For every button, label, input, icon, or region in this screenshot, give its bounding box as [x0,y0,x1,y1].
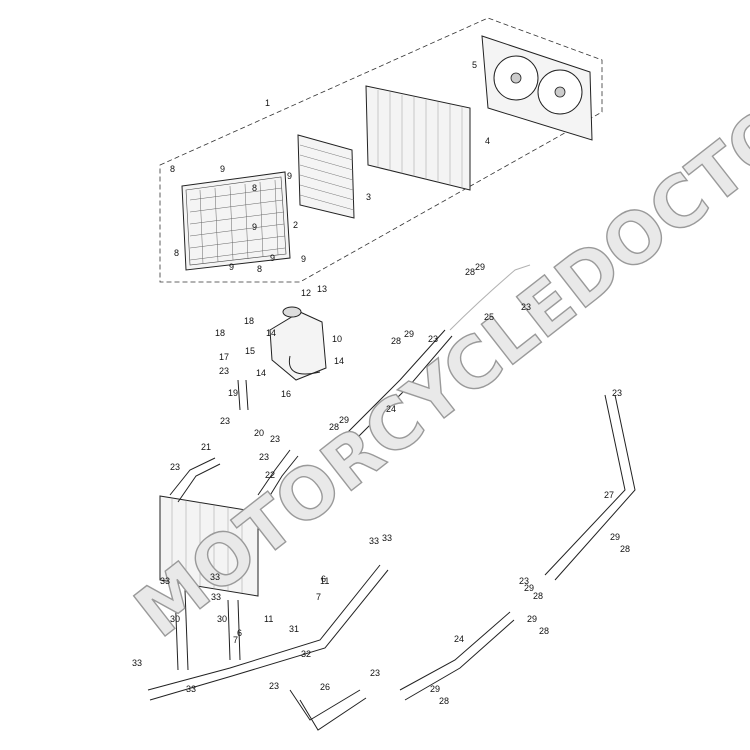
part-callout-14: 14 [256,368,266,378]
main-radiator [365,85,471,191]
part-callout-32: 32 [301,649,311,659]
part-callout-10: 10 [332,334,342,344]
part-callout-1: 1 [265,98,270,108]
part-callout-7: 7 [316,592,321,602]
part-callout-23: 23 [170,462,180,472]
part-callout-33: 33 [211,592,221,602]
part-callout-25: 25 [484,312,494,322]
part-callout-28: 28 [391,336,401,346]
part-callout-9: 9 [220,164,225,174]
part-callout-18: 18 [244,316,254,326]
lower-radiator [159,495,259,597]
part-callout-28: 28 [620,544,630,554]
part-callout-12: 12 [301,288,311,298]
radiator-guard [181,171,291,271]
part-callout-20: 20 [254,428,264,438]
part-callout-11: 11 [320,576,329,586]
part-callout-23: 23 [220,416,230,426]
part-callout-23: 23 [519,576,529,586]
radiator-assembly-outline [159,17,603,283]
part-callout-23: 23 [612,388,622,398]
part-callout-7: 7 [233,635,238,645]
part-callout-29: 29 [404,329,414,339]
part-callout-23: 23 [370,668,380,678]
part-callout-29: 29 [527,614,537,624]
part-callout-22: 22 [265,470,275,480]
part-callout-6: 6 [237,628,242,638]
part-callout-33: 33 [132,658,142,668]
hoses [147,264,636,731]
part-callout-30: 30 [217,614,227,624]
part-callout-23: 23 [269,681,279,691]
part-callout-29: 29 [524,583,534,593]
part-callout-33: 33 [186,684,196,694]
part-callout-9: 9 [287,171,292,181]
part-callout-26: 26 [320,682,330,692]
part-callout-4: 4 [485,136,490,146]
part-callout-13: 13 [317,284,327,294]
part-callout-31: 31 [289,624,299,634]
part-callout-6: 6 [321,574,326,584]
part-callout-29: 29 [430,684,440,694]
part-callout-8: 8 [257,264,262,274]
part-callout-27: 27 [604,490,614,500]
part-callout-33: 33 [369,536,379,546]
part-callout-23: 23 [259,452,269,462]
part-callout-33: 33 [160,576,170,586]
part-callout-33: 33 [382,533,392,543]
part-callout-2: 2 [293,220,298,230]
part-callout-18: 18 [215,328,225,338]
coolant-reservoir [269,306,327,381]
part-callout-9: 9 [252,222,257,232]
part-callout-23: 23 [219,366,229,376]
part-callout-30: 30 [170,614,180,624]
part-callout-28: 28 [329,422,339,432]
part-callout-29: 29 [475,262,485,272]
part-callout-24: 24 [386,404,396,414]
part-callout-17: 17 [219,352,229,362]
part-callout-16: 16 [281,389,291,399]
part-callout-29: 29 [339,415,349,425]
part-callout-15: 15 [245,346,255,356]
part-callout-9: 9 [229,262,234,272]
part-callout-28: 28 [533,591,543,601]
part-callout-23: 23 [428,334,438,344]
part-callout-28: 28 [539,626,549,636]
radiator-core [297,134,355,219]
part-callout-9: 9 [270,253,275,263]
part-callout-21: 21 [201,442,211,452]
part-callout-33: 33 [210,572,220,582]
part-callout-14: 14 [266,328,276,338]
part-callout-8: 8 [170,164,175,174]
part-callout-28: 28 [465,267,475,277]
part-callout-9: 9 [301,254,306,264]
part-callout-29: 29 [610,532,620,542]
part-callout-23: 23 [270,434,280,444]
part-callout-8: 8 [174,248,179,258]
part-callout-3: 3 [366,192,371,202]
part-callout-14: 14 [334,356,344,366]
part-callout-11: 11 [264,614,273,624]
part-callout-8: 8 [252,183,257,193]
part-callout-23: 23 [521,302,531,312]
part-callout-19: 19 [228,388,238,398]
part-callout-24: 24 [454,634,464,644]
part-callout-28: 28 [439,696,449,706]
fan-shroud [481,35,593,141]
part-callout-5: 5 [472,60,477,70]
